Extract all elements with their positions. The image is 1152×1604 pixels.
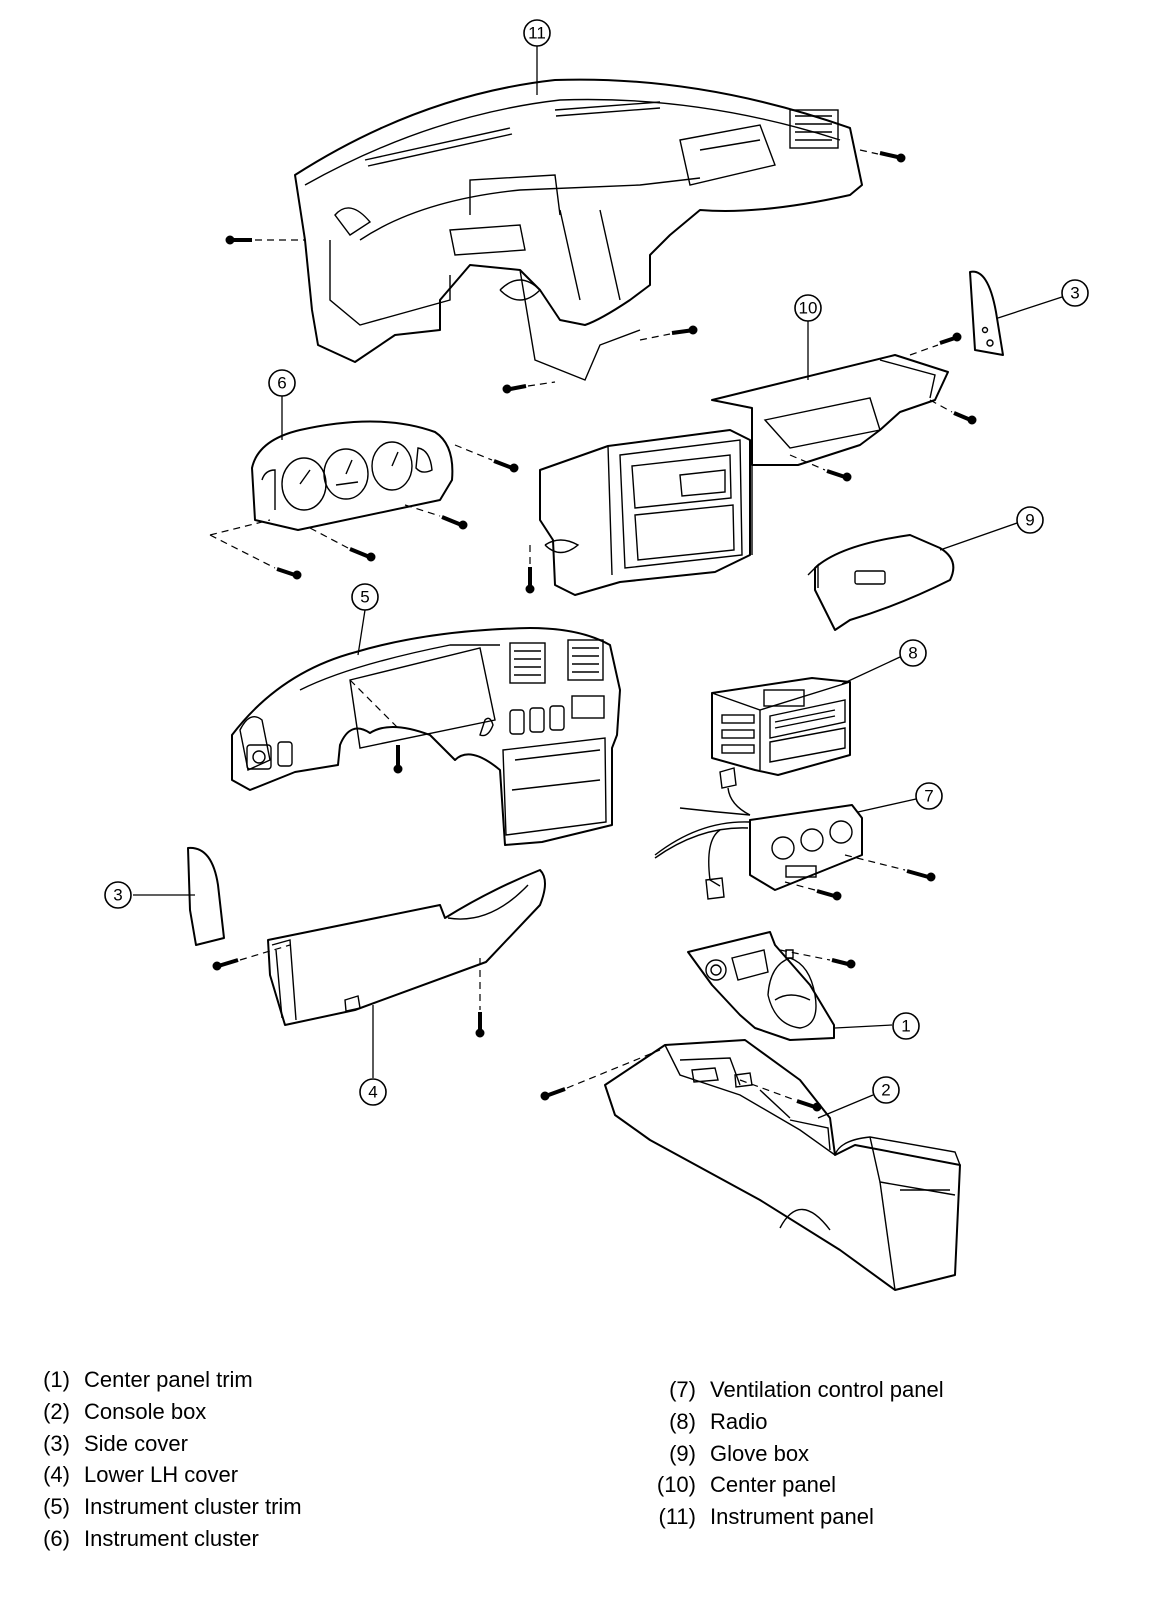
- legend-label: Radio: [710, 1408, 768, 1434]
- legend-item: (7) Ventilation control panel: [648, 1374, 944, 1406]
- legend-number: (6): [43, 1525, 70, 1551]
- ventilation-control-panel-part: [654, 767, 863, 900]
- legend-label: Side cover: [84, 1430, 188, 1456]
- fasteners: [209, 149, 977, 1112]
- callout-10-label: 10: [799, 299, 818, 318]
- instrument-panel-part: [294, 78, 863, 381]
- callout-3-left-label: 3: [113, 886, 122, 905]
- legend-number: (1): [43, 1367, 70, 1392]
- legend-label: Lower LH cover: [84, 1462, 239, 1488]
- console-box-part: [604, 1039, 961, 1291]
- callout-10: 10: [794, 294, 822, 322]
- callout-9: 9: [1016, 506, 1044, 534]
- callout-3-left: 3: [104, 881, 132, 909]
- legend-item: (5) Instrument cluster trim: [22, 1491, 302, 1523]
- legend-label: Ventilation control panel: [710, 1377, 944, 1402]
- callout-4: 4: [359, 1078, 387, 1106]
- legend-number: (8): [669, 1408, 696, 1434]
- callout-3-right-label: 3: [1070, 284, 1079, 303]
- legend-number: (4): [43, 1462, 70, 1488]
- legend-number: (5): [43, 1494, 70, 1520]
- callout-8: 8: [899, 639, 927, 667]
- legend-item: (8) Radio: [648, 1406, 944, 1438]
- callout-4-label: 4: [368, 1083, 377, 1102]
- legend-left-column: (1) Center panel trim (2) Console box (3) S…: [22, 1364, 302, 1555]
- callout-2: 2: [872, 1076, 900, 1104]
- radio-part: [711, 677, 851, 776]
- callout-6: 6: [268, 369, 296, 397]
- callout-1: 1: [892, 1012, 920, 1040]
- callout-5: 5: [351, 583, 379, 611]
- callout-7-label: 7: [924, 787, 933, 806]
- legend-label: Center panel: [710, 1472, 836, 1498]
- legend-label: Glove box: [710, 1440, 810, 1466]
- legend-label: Console box: [84, 1398, 207, 1424]
- glove-box-part: [807, 534, 955, 631]
- callout-3-right: 3: [1061, 279, 1089, 307]
- legend-number: (11): [658, 1504, 697, 1530]
- callout-9-label: 9: [1025, 511, 1034, 530]
- lower-lh-cover-part: [267, 869, 546, 1026]
- legend-item: (11) Instrument panel: [648, 1501, 944, 1533]
- legend-item: (4) Lower LH cover: [22, 1459, 302, 1491]
- callout-8-label: 8: [908, 644, 917, 663]
- legend-number: (9): [669, 1440, 696, 1466]
- callout-1-label: 1: [901, 1017, 910, 1036]
- leader-lines: [133, 46, 1063, 1119]
- side-cover-left-part: [187, 846, 225, 946]
- callout-5-label: 5: [360, 588, 369, 607]
- side-cover-right-part: [969, 270, 1004, 356]
- callout-11-label: 11: [528, 24, 546, 43]
- legend-number: (2): [43, 1398, 70, 1424]
- legend-label: Instrument panel: [710, 1504, 874, 1530]
- exploded-view-diagram: 11 3 10 6 9 5 8 7 3 1 2 4: [104, 19, 1089, 1291]
- legend-item: (9) Glove box: [648, 1438, 944, 1470]
- legend-item: (3) Side cover: [22, 1428, 302, 1460]
- center-panel-trim-part: [687, 931, 835, 1041]
- legend-item: (2) Console box: [22, 1396, 302, 1428]
- center-panel-part: [539, 354, 949, 596]
- callout-6-label: 6: [277, 374, 286, 393]
- legend-label: Instrument cluster: [84, 1525, 259, 1551]
- legend-number: (7): [669, 1377, 696, 1402]
- legend-number: (3): [43, 1430, 70, 1456]
- legend-number: (10): [656, 1472, 696, 1498]
- instrument-cluster-trim-part: [231, 627, 621, 846]
- legend-label: Center panel trim: [84, 1367, 253, 1392]
- legend-item: (6) Instrument cluster: [22, 1523, 302, 1555]
- legend-item: (10) Center panel: [648, 1469, 944, 1501]
- legend-label: Instrument cluster trim: [84, 1494, 302, 1520]
- callout-11: 11: [523, 19, 551, 47]
- legend-item: (1) Center panel trim: [22, 1364, 302, 1396]
- instrument-cluster-part: [251, 420, 454, 531]
- callout-2-label: 2: [881, 1081, 890, 1100]
- legend-right-column: (7) Ventilation control panel (8) Radio (9…: [648, 1374, 944, 1533]
- callout-7: 7: [915, 782, 943, 810]
